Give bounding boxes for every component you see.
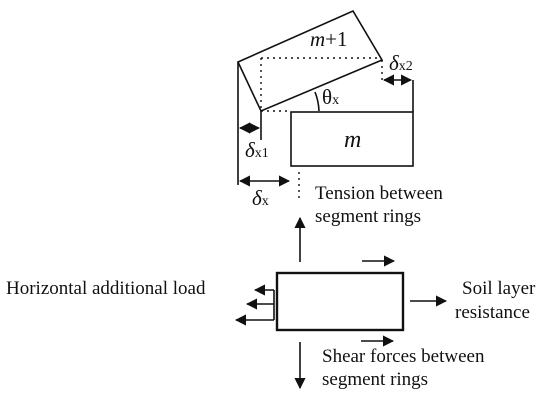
segment-m [290,111,414,167]
tension-label-line2: segment rings [315,206,421,227]
segment-m-label: m [344,127,361,153]
theta-x-label: θx [322,85,339,109]
theta-arc [314,91,320,112]
tension-label-line1: Tension between [315,183,443,204]
horizontal-load-label: Horizontal additional load [6,278,206,299]
delta-x2-label: δx2 [389,51,413,75]
shear-label-line1: Shear forces between [322,346,485,367]
shear-label-line2: segment rings [322,369,428,390]
free-body-segment [275,271,405,332]
soil-label-line2: resistance [455,302,530,323]
soil-label-line1: Soil layer [462,278,536,299]
delta-x1-label: δx1 [245,138,269,162]
segment-m-plus-1-label: m+1 [310,27,348,51]
delta-x-label: δx [252,186,269,210]
segment-m-plus-1 [236,9,384,113]
